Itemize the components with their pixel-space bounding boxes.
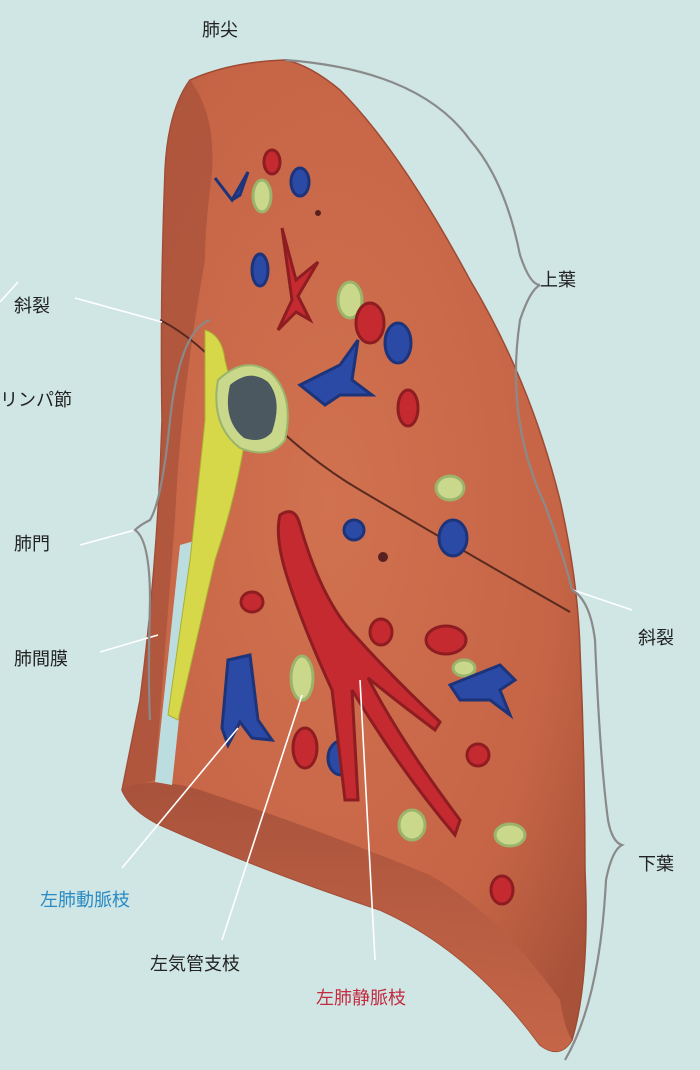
label-apex: 肺尖 — [202, 16, 238, 42]
label-upper-lobe: 上葉 — [540, 266, 576, 292]
label-lymph-node: リンパ節 — [0, 386, 72, 412]
label-mesentery: 肺間膜 — [14, 645, 68, 671]
label-bronchus-branch: 左気管支枝 — [150, 950, 240, 976]
label-oblique-fissure-right: 斜裂 — [638, 624, 674, 650]
label-lower-lobe: 下葉 — [638, 850, 674, 876]
label-vein-branch: 左肺静脈枝 — [316, 984, 406, 1010]
label-hilum: 肺門 — [14, 530, 50, 556]
label-oblique-fissure-left: 斜裂 — [14, 292, 50, 318]
label-artery-branch: 左肺動脈枝 — [40, 886, 130, 912]
